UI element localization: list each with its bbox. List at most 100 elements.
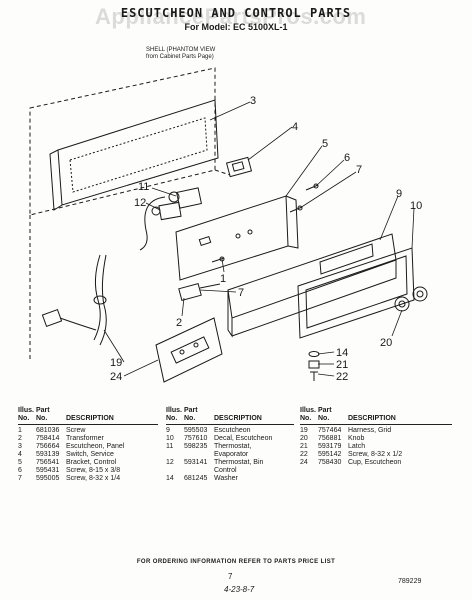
part-description: Knob bbox=[348, 435, 365, 442]
part-number: 681245 bbox=[184, 475, 208, 482]
parts-row: 5 756541 Bracket, Control bbox=[18, 459, 158, 467]
part-number: 758414 bbox=[36, 435, 60, 442]
model-label: For Model: EC 5100XL-1 bbox=[184, 22, 288, 32]
header-illus: Illus. bbox=[18, 407, 34, 414]
part-description: Transformer bbox=[66, 435, 104, 442]
thermostat-bin-control bbox=[151, 201, 182, 221]
header-illus2: No. bbox=[166, 415, 178, 422]
header-part: Part bbox=[184, 407, 198, 414]
callout-6: 6 bbox=[344, 152, 350, 164]
callout-14: 14 bbox=[336, 347, 348, 359]
part-description: Screw, 8-15 x 3/8 bbox=[66, 467, 121, 474]
knobs bbox=[394, 286, 428, 312]
header-illus: Illus. bbox=[166, 407, 182, 414]
part-description: Thermostat, bbox=[214, 443, 252, 450]
callout-7: 7 bbox=[356, 164, 362, 176]
escutcheon-decal bbox=[297, 247, 415, 339]
part-description: Bracket, Control bbox=[66, 459, 117, 466]
callout-20: 20 bbox=[380, 337, 392, 349]
part-number: 595142 bbox=[318, 451, 342, 458]
illus-number: 7 bbox=[18, 475, 22, 482]
illus-number: 10 bbox=[166, 435, 174, 442]
part-description: Washer bbox=[214, 475, 238, 482]
callout-9: 9 bbox=[396, 188, 402, 200]
view-note-line1: SHELL (PHANTOM VIEW bbox=[146, 47, 216, 53]
callout-7b: 7 bbox=[238, 287, 244, 299]
callout-4: 4 bbox=[292, 121, 298, 133]
parts-row: 4 593139 Switch, Service bbox=[18, 451, 158, 459]
callout-21: 21 bbox=[336, 359, 348, 371]
escutcheon bbox=[227, 233, 397, 338]
callout-24: 24 bbox=[110, 371, 122, 383]
callout-3: 3 bbox=[250, 95, 256, 107]
part-number: 756541 bbox=[36, 459, 60, 466]
part-number: 756664 bbox=[36, 443, 60, 450]
callout-19: 19 bbox=[110, 357, 122, 369]
part-number: 681036 bbox=[36, 427, 60, 434]
illus-number: 6 bbox=[18, 467, 22, 474]
part-description: Harness, Grid bbox=[348, 427, 392, 434]
latch-assembly bbox=[308, 351, 320, 381]
transformer bbox=[178, 283, 221, 301]
callout-10: 10 bbox=[410, 200, 422, 212]
illus-number: 19 bbox=[300, 427, 308, 434]
view-note-line2: from Cabinet Parts Page) bbox=[146, 54, 214, 60]
parts-row: 3 756664 Escutcheon, Panel bbox=[18, 443, 158, 451]
part-number: 593139 bbox=[36, 451, 60, 458]
part-description: Latch bbox=[348, 443, 366, 450]
part-description: Escutcheon, Panel bbox=[66, 443, 125, 450]
part-number: 598235 bbox=[184, 443, 208, 450]
parts-row: 2 758414 Transformer bbox=[18, 435, 158, 443]
header-part2: No. bbox=[318, 415, 330, 422]
illus-number: 3 bbox=[18, 443, 22, 450]
header-part: Part bbox=[36, 407, 50, 414]
leader-lines bbox=[103, 101, 415, 377]
illus-number: 21 bbox=[300, 443, 308, 450]
illus-number: 9 bbox=[166, 427, 170, 434]
illus-number: 5 bbox=[18, 459, 22, 466]
part-number: 593141 bbox=[184, 459, 208, 466]
part-description: Screw bbox=[66, 427, 86, 434]
ordering-note: FOR ORDERING INFORMATION REFER TO PARTS … bbox=[136, 559, 336, 565]
screws bbox=[211, 183, 319, 263]
illus-number: 22 bbox=[300, 451, 308, 458]
callout-12: 12 bbox=[134, 197, 146, 209]
revision-date: 4-23-8-7 bbox=[224, 585, 255, 594]
part-description: Switch, Service bbox=[66, 451, 114, 458]
cabinet-shell-phantom bbox=[29, 67, 231, 360]
header-illus2: No. bbox=[18, 415, 30, 422]
callout-2: 2 bbox=[176, 317, 182, 329]
illus-number: 4 bbox=[18, 451, 22, 458]
service-switch bbox=[225, 156, 253, 178]
callout-5: 5 bbox=[322, 138, 328, 150]
illus-number: 20 bbox=[300, 435, 308, 442]
callout-11: 11 bbox=[138, 181, 149, 193]
escutcheon-panel bbox=[49, 99, 219, 211]
part-number: 757610 bbox=[184, 435, 208, 442]
illus-number: 2 bbox=[18, 435, 22, 442]
header-illus: Illus. bbox=[300, 407, 316, 414]
cup-escutcheon bbox=[155, 317, 223, 383]
header-illus2: No. bbox=[300, 415, 312, 422]
page-title: ESCUTCHEON AND CONTROL PARTS bbox=[120, 6, 352, 20]
illus-number: 11 bbox=[166, 443, 174, 450]
part-description: Thermostat, Bin bbox=[214, 459, 264, 466]
header-desc: DESCRIPTION bbox=[348, 415, 396, 422]
exploded-diagram: 3 4 5 6 7 9 10 11 12 1 7 2 20 14 21 22 1… bbox=[29, 67, 428, 383]
part-number: 595005 bbox=[36, 475, 60, 482]
part-number bbox=[184, 467, 214, 475]
header-part2: No. bbox=[36, 415, 48, 422]
harness-grid bbox=[41, 254, 107, 346]
